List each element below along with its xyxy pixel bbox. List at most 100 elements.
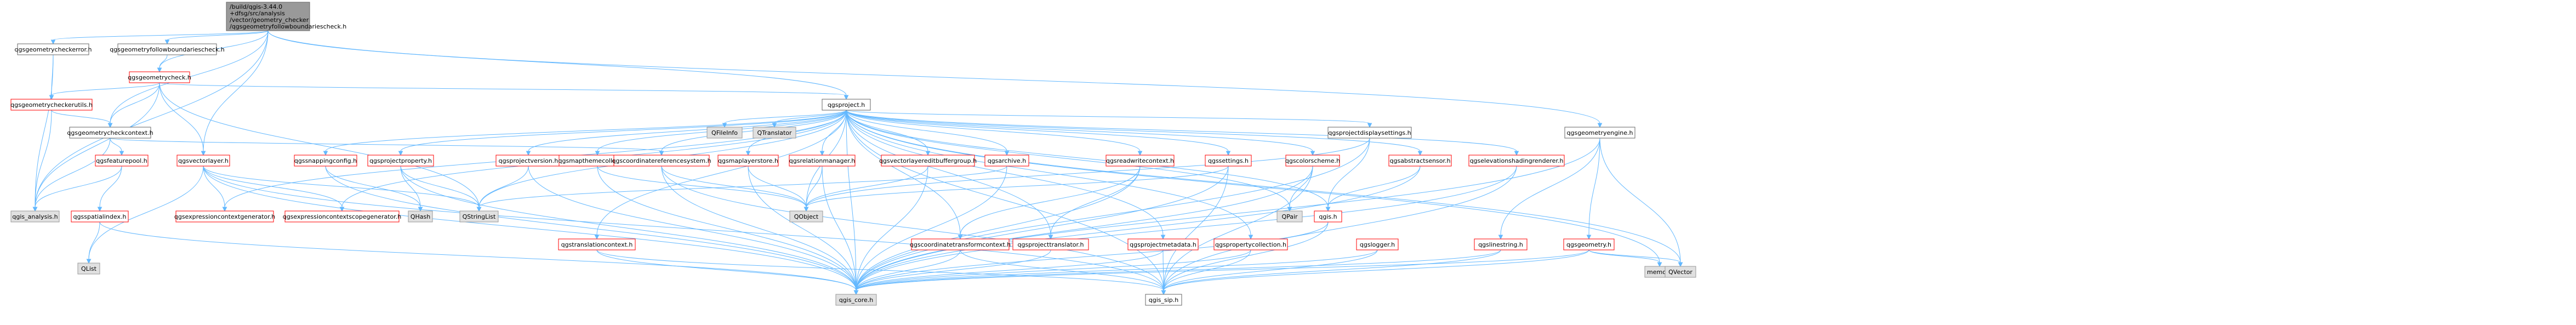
edge-line	[661, 166, 1164, 291]
node-qpair[interactable]: QPair	[1276, 210, 1303, 223]
node-qtranslator[interactable]: QTranslator	[753, 127, 796, 139]
edge-line	[846, 110, 1007, 152]
node-abssensor[interactable]: qgsabstractsensor.h	[1388, 155, 1452, 167]
node-checkcontext[interactable]: qgsgeometrycheckcontext.h	[67, 127, 153, 139]
node-maplayerstore[interactable]: qgsmaplayerstore.h	[717, 155, 779, 167]
dependency-edge-checkerutils-checkcontext	[51, 110, 113, 128]
node-label: qgsabstractsensor.h	[1390, 157, 1451, 164]
edge-line	[51, 82, 160, 96]
node-projmeta[interactable]: qgsprojectmetadata.h	[1127, 238, 1199, 250]
node-box	[175, 210, 274, 223]
edge-arrowhead	[119, 151, 124, 156]
node-veditbuf[interactable]: qgsvectorlayereditbuffergroup.h	[879, 155, 977, 167]
edge-arrowhead	[722, 123, 727, 128]
node-qvector[interactable]: QVector	[1665, 266, 1696, 278]
node-archive[interactable]: qgsarchive.h	[984, 155, 1029, 167]
edge-arrowhead	[86, 259, 92, 264]
node-qhash[interactable]: QHash	[408, 210, 433, 223]
node-featurepool[interactable]: qgsfeaturepool.h	[95, 155, 149, 167]
edge-line	[1588, 249, 1681, 263]
node-crs[interactable]: qgscoordinatereferencesystem.h	[612, 155, 711, 167]
node-projversion[interactable]: qgsprojectversion.h	[495, 155, 561, 167]
dependency-edge-project-projversion	[526, 110, 847, 156]
edge-line	[846, 110, 857, 291]
node-label: qgslogger.h	[1360, 241, 1395, 248]
edge-line	[846, 110, 1051, 236]
edge-arrowhead	[339, 207, 345, 212]
node-translation[interactable]: qgstranslationcontext.h	[558, 238, 636, 250]
node-sip[interactable]: qgis_sip.h	[1145, 294, 1182, 306]
node-box	[1468, 155, 1565, 167]
node-followcpp[interactable]: qgsgeometryfollowboundariescheck.h	[110, 43, 225, 55]
edge-line	[110, 138, 122, 152]
node-coordxform[interactable]: qgscoordinatetransformcontext.h	[910, 238, 1011, 250]
node-geomengine[interactable]: qgsgeometryengine.h	[1564, 127, 1635, 139]
node-exprscopegen[interactable]: qgsexpressioncontextscopegenerator.h	[283, 210, 402, 223]
node-checkerutils[interactable]: qgsgeometrycheckerutils.h	[10, 99, 93, 111]
dependency-edge-vectorlayer-qstringlist	[203, 166, 482, 212]
dependency-edge-readwrite-projtranslator	[1048, 166, 1141, 240]
node-logger[interactable]: qgslogger.h	[1356, 238, 1399, 250]
edge-line	[846, 110, 928, 152]
node-label: QList	[81, 265, 97, 272]
edge-line	[856, 166, 1313, 291]
node-qfileinfo[interactable]: QFileInfo	[706, 127, 743, 139]
node-geometry[interactable]: qgsgeometry.h	[1563, 238, 1615, 250]
node-exprctxgen[interactable]: qgsexpressioncontextgenerator.h	[174, 210, 275, 223]
node-projtranslator[interactable]: qgsprojecttranslator.h	[1012, 238, 1089, 250]
edge-line	[35, 82, 160, 208]
node-checkerror[interactable]: qgsgeometrycheckerror.h	[15, 43, 92, 55]
dependency-edge-project-snapping	[323, 110, 847, 156]
edge-arrowhead	[476, 207, 482, 212]
edge-line	[99, 221, 857, 291]
edge-line	[748, 166, 857, 291]
dependency-edge-archive-qstringlist	[476, 166, 1007, 212]
node-box	[226, 2, 310, 31]
dependency-edge-geometry-sip	[1161, 249, 1589, 295]
node-settings[interactable]: qgssettings.h	[1205, 155, 1252, 167]
node-readwrite[interactable]: qgsreadwritecontext.h	[1105, 155, 1175, 167]
node-propcoll[interactable]: qgspropertycollection.h	[1213, 238, 1288, 250]
edge-arrowhead	[107, 123, 113, 128]
node-geomcheck[interactable]: qgsgeometrycheck.h	[128, 71, 191, 83]
node-linestring[interactable]: qgslinestring.h	[1474, 238, 1528, 250]
edge-line	[88, 221, 100, 260]
dependency-edge-geomcheck-vectorlayer	[159, 82, 206, 156]
edge-line	[806, 166, 1229, 208]
node-relmgr[interactable]: qgsrelationmanager.h	[789, 155, 856, 167]
node-label: qgsgeometrycheck.h	[128, 74, 191, 81]
node-displaysettings[interactable]: qgsprojectdisplaysettings.h	[1327, 127, 1412, 139]
node-qobject[interactable]: QObject	[789, 210, 823, 223]
node-label: qgsprojectdisplaysettings.h	[1328, 129, 1411, 136]
edge-line	[846, 110, 1164, 291]
edge-line	[856, 249, 961, 291]
edge-line	[846, 110, 1290, 208]
node-snapping[interactable]: qgssnappingconfig.h	[294, 155, 357, 167]
node-qgish[interactable]: qgis.h	[1314, 210, 1342, 223]
edge-line	[846, 110, 1370, 124]
node-vectorlayer[interactable]: qgsvectorlayer.h	[176, 155, 230, 167]
edge-line	[51, 110, 111, 124]
edge-line	[35, 138, 111, 208]
node-root: /build/qgis-3.44.0+dfsg/src/analysis/vec…	[226, 2, 346, 31]
node-qstringlist[interactable]: QStringList	[459, 210, 499, 223]
node-spatialindex[interactable]: qgsspatialindex.h	[71, 210, 129, 223]
dependency-edge-linestring-core	[853, 249, 1501, 295]
dependency-edge-project-projmeta	[846, 110, 1166, 240]
node-analysis[interactable]: qgis_analysis.h	[10, 210, 60, 223]
edge-line	[203, 166, 225, 208]
edge-line	[325, 166, 421, 208]
node-projprop[interactable]: qgsprojectproperty.h	[367, 155, 434, 167]
dependency-edge-projversion-qstringlist	[476, 166, 529, 212]
node-elevshade[interactable]: qgselevationshadingrenderer.h	[1468, 155, 1565, 167]
dependency-edge-project-elevshade	[846, 110, 1519, 156]
node-box	[77, 263, 100, 275]
dependency-edge-project-qfileinfo	[722, 110, 847, 128]
node-colorscheme[interactable]: qgscolorscheme.h	[1285, 155, 1340, 167]
node-qlist[interactable]: QList	[77, 263, 100, 275]
node-project[interactable]: qgsproject.h	[822, 99, 871, 111]
node-core[interactable]: qgis_core.h	[835, 294, 877, 306]
node-label: +dfsg/src/analysis	[230, 10, 285, 17]
edge-line	[1163, 249, 1501, 291]
node-box	[1564, 127, 1635, 139]
